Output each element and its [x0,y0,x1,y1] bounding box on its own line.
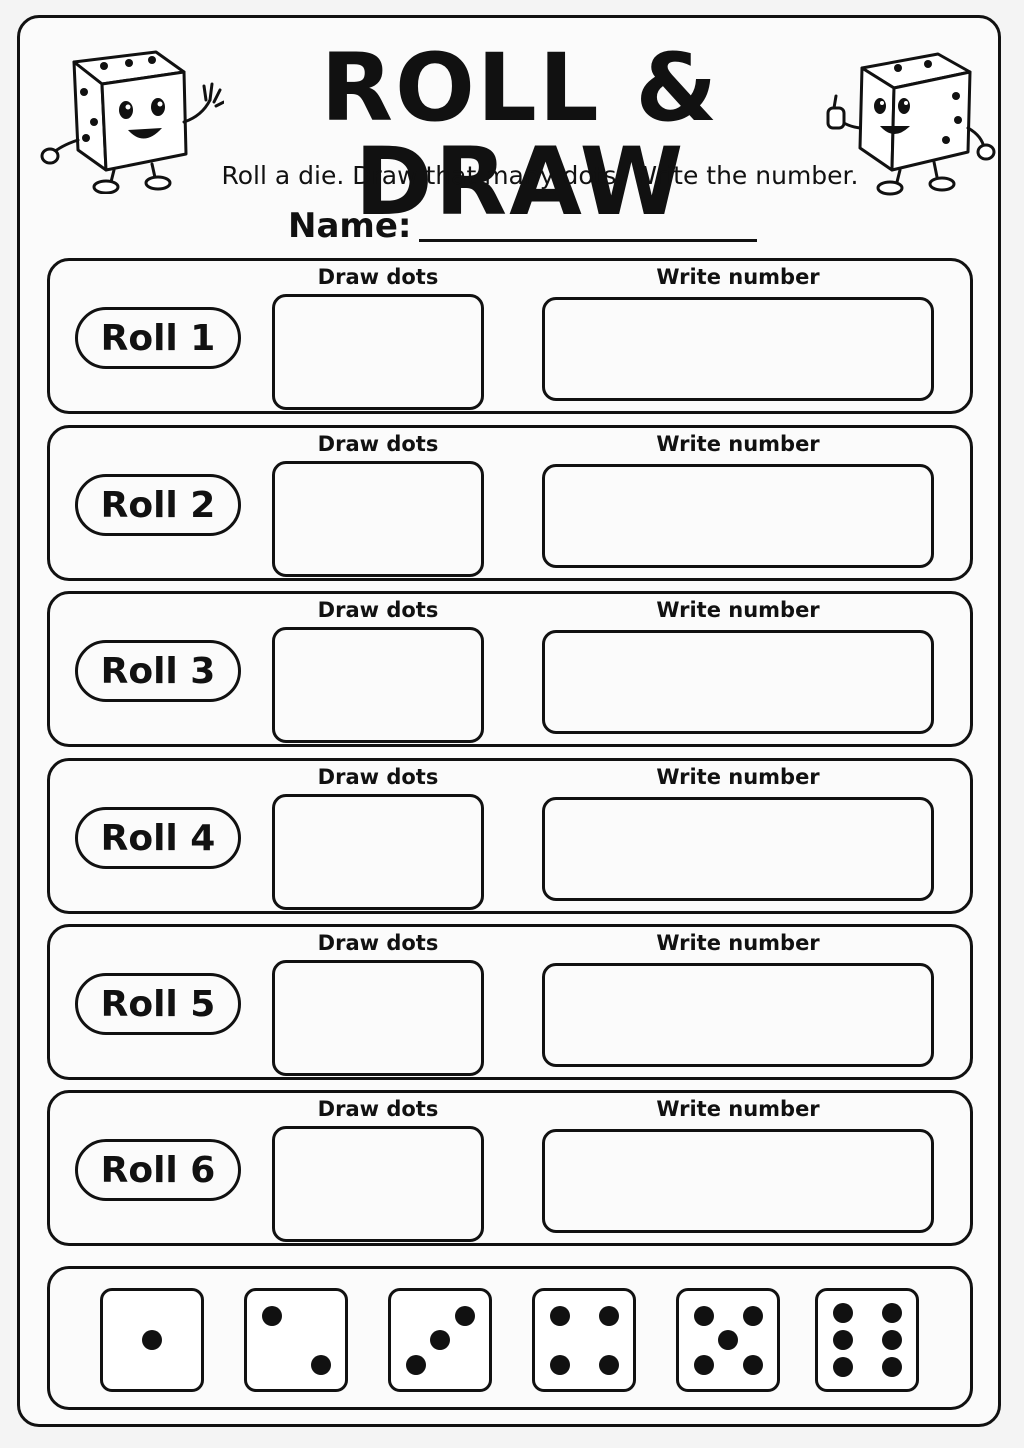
write-number-label: Write number [656,265,820,289]
roll-label: Roll 5 [75,973,241,1035]
draw-dots-label: Draw dots [317,598,439,622]
roll-label: Roll 1 [75,307,241,369]
draw-dots-label: Draw dots [317,265,439,289]
die-pip [832,1330,853,1350]
draw-dots-label: Draw dots [317,432,439,456]
roll-row-5: Roll 5 Draw dots Write number [47,924,973,1080]
draw-dots-box[interactable] [272,960,484,1076]
write-number-label: Write number [656,432,820,456]
name-field[interactable]: Name: [288,206,758,246]
die-face-6-icon [815,1288,919,1392]
roll-row-2: Roll 2 Draw dots Write number [47,425,973,581]
write-number-label: Write number [656,598,820,622]
die-pip [742,1305,763,1326]
instructions: Roll a die. Draw that many dots. Write t… [221,161,859,190]
draw-dots-box[interactable] [272,294,484,410]
waving-die-mascot-icon [40,50,224,194]
die-pip [742,1354,763,1375]
draw-dots-label: Draw dots [317,1097,439,1121]
die-face-5-icon [676,1288,780,1392]
roll-label: Roll 3 [75,640,241,702]
die-pip [430,1330,450,1350]
roll-label: Roll 4 [75,807,241,869]
die-pip [832,1357,853,1378]
name-write-line[interactable] [419,239,758,242]
die-face-4-icon [532,1288,636,1392]
die-pip [881,1357,902,1378]
roll-row-4: Roll 4 Draw dots Write number [47,758,973,914]
die-pip [142,1330,162,1350]
draw-dots-label: Draw dots [317,765,439,789]
die-pip [261,1305,282,1326]
die-pip [693,1354,714,1375]
die-pip [454,1305,475,1326]
draw-dots-box[interactable] [272,1126,484,1242]
die-pip [549,1305,570,1326]
write-number-box[interactable] [542,630,934,734]
write-number-box[interactable] [542,797,934,901]
write-number-label: Write number [656,765,820,789]
thumbs-up-die-mascot-icon [826,52,996,196]
write-number-box[interactable] [542,464,934,568]
draw-dots-label: Draw dots [317,931,439,955]
draw-dots-box[interactable] [272,794,484,910]
die-pip [405,1354,426,1375]
die-pip [881,1330,902,1350]
roll-label: Roll 2 [75,474,241,536]
die-pip [598,1354,619,1375]
write-number-box[interactable] [542,297,934,401]
draw-dots-box[interactable] [272,461,484,577]
die-pip [832,1302,853,1323]
roll-row-1: Roll 1 Draw dots Write number [47,258,973,414]
draw-dots-box[interactable] [272,627,484,743]
write-number-label: Write number [656,1097,820,1121]
page-title: ROLL & DRAW [320,34,720,237]
write-number-box[interactable] [542,1129,934,1233]
roll-label: Roll 6 [75,1139,241,1201]
write-number-box[interactable] [542,963,934,1067]
die-pip [598,1305,619,1326]
roll-row-3: Roll 3 Draw dots Write number [47,591,973,747]
die-pip [693,1305,714,1326]
roll-row-6: Roll 6 Draw dots Write number [47,1090,973,1246]
die-face-1-icon [100,1288,204,1392]
write-number-label: Write number [656,931,820,955]
die-face-2-icon [244,1288,348,1392]
die-face-3-icon [388,1288,492,1392]
die-pip [718,1330,738,1350]
die-pip [310,1354,331,1375]
die-pip [881,1302,902,1323]
die-pip [549,1354,570,1375]
dice-reference-panel [47,1266,973,1410]
name-label: Name: [288,206,412,246]
